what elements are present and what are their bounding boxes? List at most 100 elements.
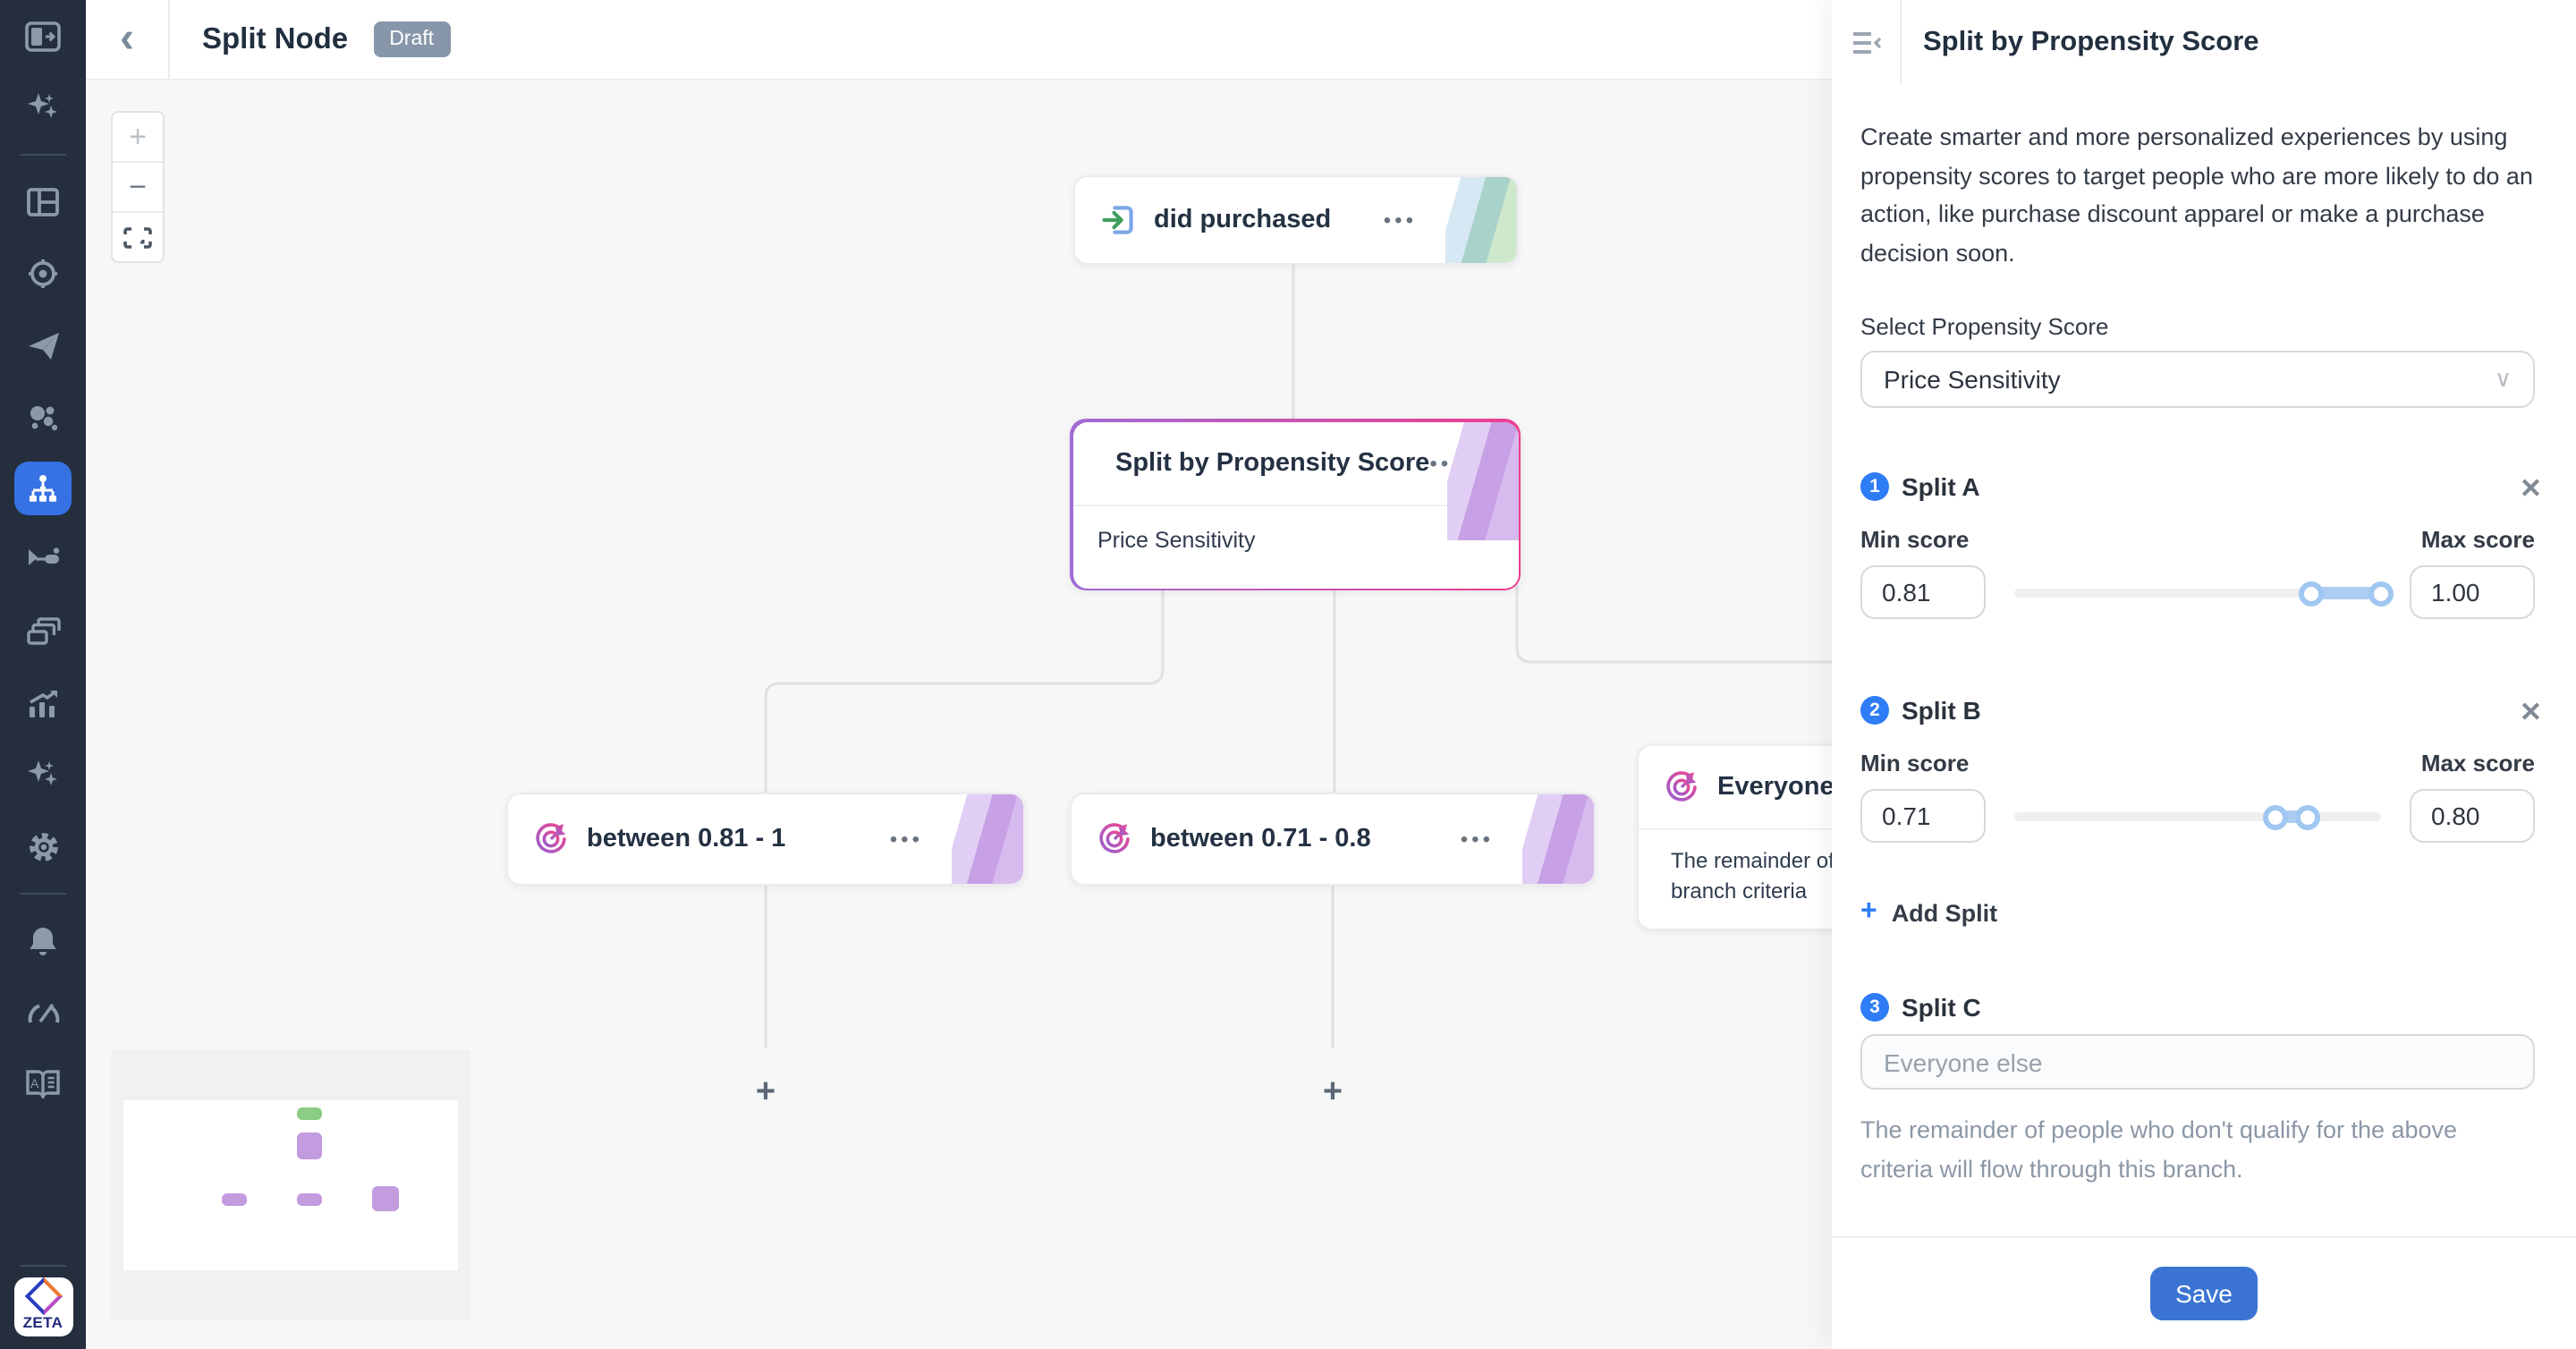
select-propensity-label: Select Propensity Score [1860,313,2109,340]
chevron-down-icon: ∨ [2494,365,2512,392]
node-decoration [952,794,1023,884]
slider-fill [2311,587,2381,599]
max-score-label: Max score [2420,526,2535,553]
slider-handle-min[interactable] [2299,581,2325,607]
slider-handle-max[interactable] [2295,805,2320,830]
back-chevron-icon[interactable]: ‹ [120,14,134,63]
node-between-071-08[interactable]: between 0.71 - 0.8 ••• [1070,793,1596,886]
minimap[interactable] [111,1050,470,1320]
top-bar: ‹ Split Node Draft [86,0,1832,81]
node-decoration [1522,794,1594,884]
score-labels: Min score Max score [1860,526,2535,553]
add-split-label: Add Split [1891,899,1998,926]
add-split-button[interactable]: + Add Split [1860,896,2535,929]
ai-sparkles-icon-2[interactable] [14,748,72,802]
split-number-badge: 3 [1860,993,1889,1022]
node-between-081-1[interactable]: between 0.81 - 1 ••• [506,793,1025,886]
fit-view-button[interactable] [113,213,163,261]
remove-split-icon[interactable]: ✕ [2519,474,2542,505]
split-number-badge: 1 [1860,472,1889,501]
node-title: between 0.81 - 1 [587,825,786,853]
panel-title: Split by Propensity Score [1923,26,2259,56]
split-b-min-input[interactable] [1860,789,1986,843]
add-node-plus-icon[interactable]: + [1322,1073,1343,1111]
rail-divider [20,154,66,156]
split-label: Split B [1902,696,1981,725]
node-menu-dots[interactable]: ••• [1383,208,1417,233]
connector-lines [764,261,1857,1048]
split-label: Split C [1902,993,1981,1022]
slider-handle-max[interactable] [2368,581,2394,607]
page-title: Split Node [202,22,349,55]
zeta-logo-text: ZETA [22,1313,64,1331]
split-c-header: 3 Split C [1860,993,2535,1022]
propensity-bullseye-icon [1666,771,1697,802]
propensity-bullseye-icon [1099,823,1130,853]
flows-icon[interactable] [14,533,72,587]
plus-icon: + [1860,896,1877,927]
templates-icon[interactable] [14,605,72,658]
minimap-node-branch [222,1193,247,1206]
split-c-helper-text: The remainder of people who don't qualif… [1860,1116,2458,1183]
slider-track [2014,812,2381,821]
svg-text:A: A [30,1076,39,1090]
journey-builder-icon-active[interactable] [14,462,72,515]
minimap-node-everyone [372,1186,399,1211]
node-did-purchased[interactable]: did purchased ••• [1073,175,1519,265]
rail-divider [20,893,66,895]
split-a-slider-row [1860,565,2535,619]
slider-handle-min[interactable] [2262,805,2288,830]
zoom-out-button[interactable]: − [113,163,163,213]
panel-header-divider [1900,0,1902,84]
status-badge: Draft [373,21,451,57]
save-button[interactable]: Save [2150,1267,2258,1320]
split-a-header: 1 Split A ✕ [1860,472,2542,505]
performance-gauge-icon[interactable] [14,986,72,1039]
ai-sparkles-icon[interactable] [14,81,72,134]
minimap-node-event [297,1107,322,1120]
collapse-panel-icon[interactable] [1832,30,1900,55]
send-campaign-icon[interactable] [14,318,72,372]
score-labels: Min score Max score [1860,750,2535,776]
split-label: Split A [1902,472,1980,501]
targeting-icon[interactable] [14,247,72,301]
split-b-slider-row [1860,789,2535,843]
propensity-score-select[interactable]: Price Sensitivity ∨ [1860,351,2535,408]
zoom-controls: + − [111,111,165,263]
propensity-score-value: Price Sensitivity [1884,365,2061,394]
node-subtitle: Price Sensitivity [1097,527,1256,552]
purchase-event-icon [1102,206,1133,234]
split-number-badge: 2 [1860,696,1889,725]
everyone-else-input[interactable] [1860,1034,2535,1090]
split-a-range-slider[interactable] [2014,565,2394,619]
node-menu-dots[interactable]: ••• [1460,827,1494,852]
node-split-by-propensity-selected[interactable]: Split by Propensity Score ••• Price Sens… [1070,419,1521,590]
split-b-max-input[interactable] [2410,789,2535,843]
split-a-max-input[interactable] [2410,565,2535,619]
node-menu-dots[interactable]: ••• [889,827,923,852]
zoom-in-button[interactable]: + [113,113,163,163]
add-node-plus-icon[interactable]: + [755,1073,776,1111]
split-config-panel: Split by Propensity Score Create smarter… [1832,0,2576,1349]
minimap-viewport [123,1100,458,1270]
documentation-book-icon[interactable]: A [14,1057,72,1111]
settings-gear-icon[interactable] [14,819,72,873]
panel-description: Create smarter and more personalized exp… [1860,123,2533,266]
propensity-bullseye-icon [536,823,566,853]
split-b-range-slider[interactable] [2014,789,2381,843]
dashboard-icon[interactable] [14,175,72,229]
min-score-label: Min score [1860,750,1970,776]
split-a-min-input[interactable] [1860,565,1986,619]
node-title: Split by Propensity Score [1115,448,1430,477]
notifications-bell-icon[interactable] [14,914,72,968]
audiences-icon[interactable] [14,390,72,444]
collapse-sidebar-icon[interactable] [14,9,72,63]
analytics-icon[interactable] [14,676,72,730]
node-body-line: branch criteria [1671,878,1808,903]
remove-split-icon[interactable]: ✕ [2519,698,2542,728]
zeta-logo[interactable]: ZETA [13,1277,72,1336]
split-b-header: 2 Split B ✕ [1860,696,2542,728]
max-score-label: Max score [2420,750,2535,776]
minimap-node-split [297,1133,322,1159]
